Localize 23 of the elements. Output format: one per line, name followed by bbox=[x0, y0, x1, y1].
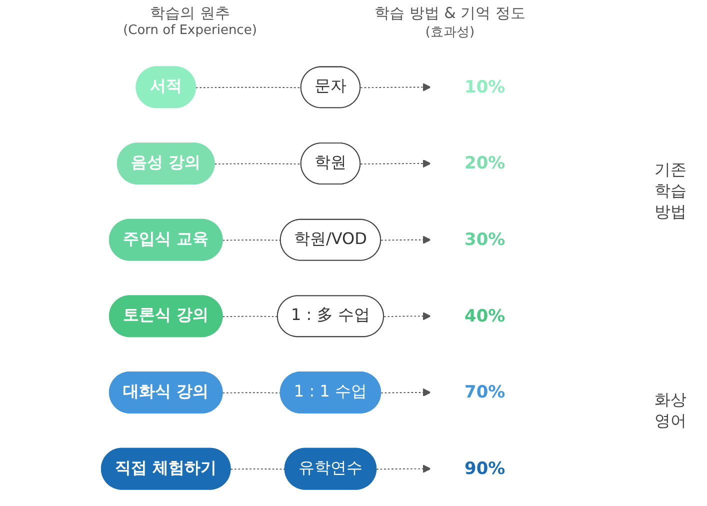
node-text: 70% bbox=[464, 382, 505, 402]
connector bbox=[222, 240, 282, 241]
node-text: 10% bbox=[464, 77, 505, 98]
column-heading: 학습 방법 & 기억 정도 bbox=[374, 4, 526, 23]
bracket-label: 기존 학습 방법 bbox=[654, 160, 688, 223]
column-heading: (Corn of Experience) bbox=[122, 23, 258, 38]
arrow bbox=[383, 312, 431, 320]
node-text: 40% bbox=[464, 306, 505, 326]
bracket-label: 화상 영어 bbox=[654, 390, 688, 432]
connector bbox=[222, 316, 278, 318]
arrow bbox=[376, 464, 431, 473]
connector bbox=[195, 86, 302, 88]
column-heading: (효과성) bbox=[424, 24, 476, 41]
node-text: 20% bbox=[464, 154, 505, 174]
arrow bbox=[380, 388, 431, 397]
connector bbox=[214, 163, 302, 164]
arrow bbox=[360, 159, 431, 168]
node-text: 90% bbox=[464, 458, 505, 479]
connector bbox=[222, 392, 282, 394]
node-text: 30% bbox=[464, 230, 505, 250]
column-heading: 학습의 원추 bbox=[149, 4, 231, 23]
arrow bbox=[380, 236, 431, 244]
arrow bbox=[360, 83, 431, 92]
